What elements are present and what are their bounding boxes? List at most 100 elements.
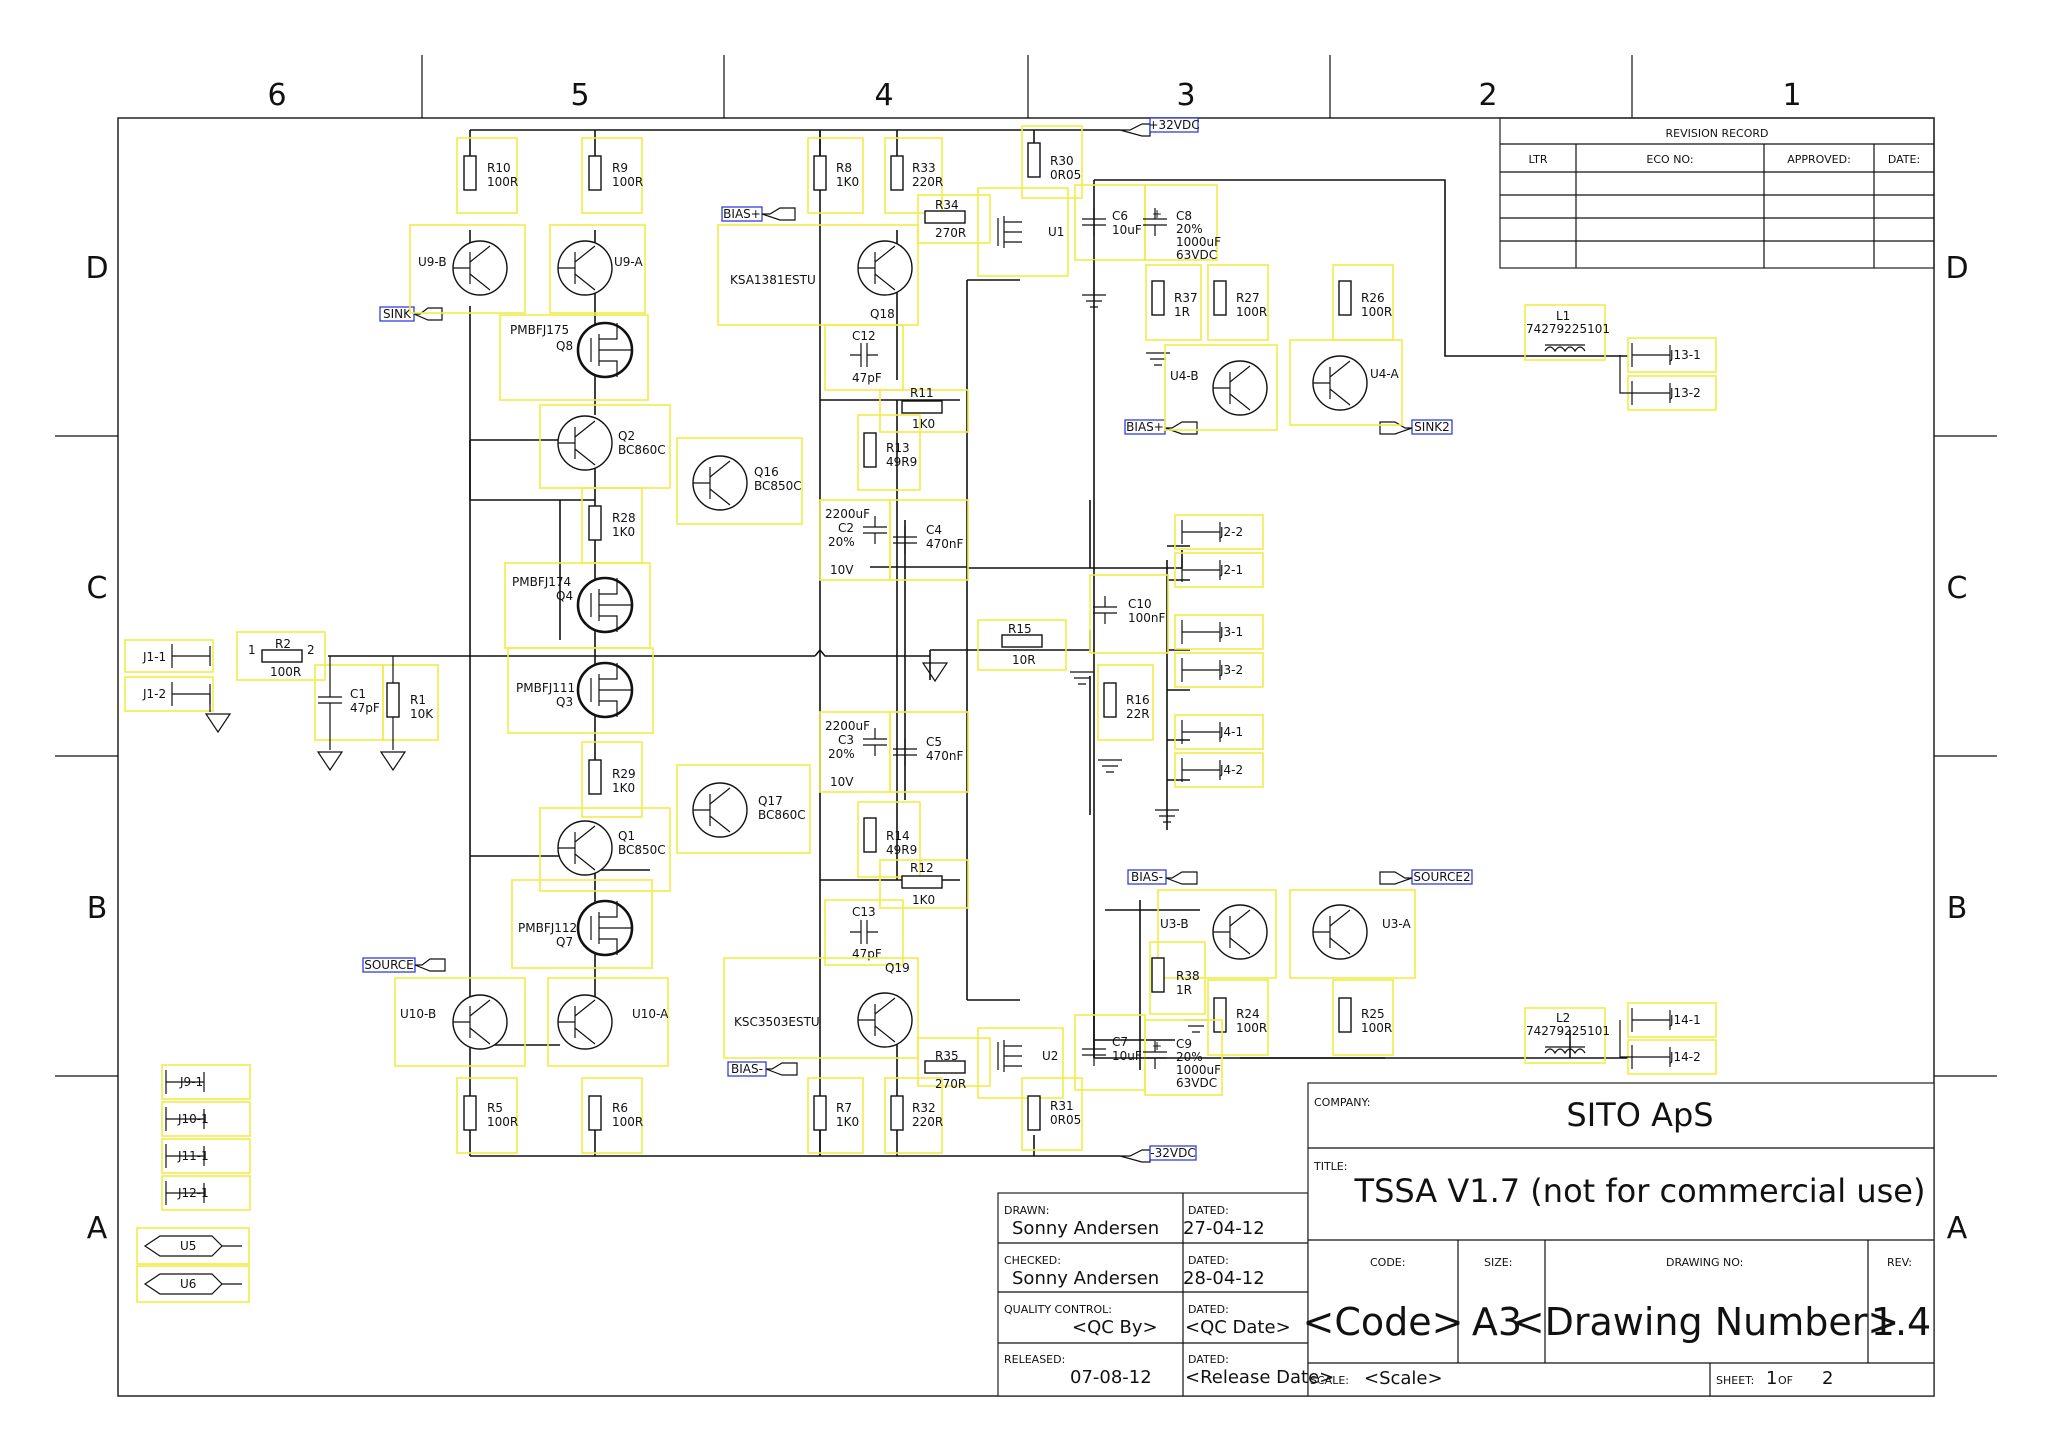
svg-text:R9: R9	[612, 161, 628, 175]
connector-j13-2: J13-2	[1619, 355, 1717, 411]
svg-text:U4-A: U4-A	[1370, 367, 1399, 381]
svg-text:Q3: Q3	[556, 695, 573, 709]
port-bias-plus: BIAS+	[723, 207, 761, 221]
svg-text:R11: R11	[910, 386, 934, 400]
port-source2: SOURCE2	[1413, 870, 1470, 884]
connector-j3-2: J3-2	[1174, 652, 1264, 688]
svg-text:PMBFJ112: PMBFJ112	[518, 921, 577, 935]
zone-row-b-right: B	[1947, 891, 1968, 926]
svg-text:R12: R12	[910, 861, 934, 875]
rev-col-date: DATE:	[1888, 153, 1920, 166]
zone-row-d-left: D	[85, 251, 108, 286]
mosfet-u1: U1	[977, 187, 1069, 277]
transistor-u3b: U3-B	[1157, 889, 1277, 979]
svg-text:1K0: 1K0	[912, 893, 935, 907]
zone-row-c-left: C	[87, 571, 108, 606]
zone-col-5: 5	[570, 78, 589, 113]
zone-row-b-left: B	[87, 891, 108, 926]
svg-text:20%: 20%	[1176, 1050, 1203, 1064]
svg-text:1000uF: 1000uF	[1176, 235, 1221, 249]
code-value: <Code>	[1303, 1300, 1464, 1344]
connector-j3-1: J3-1	[1174, 614, 1264, 650]
svg-text:R28: R28	[612, 511, 636, 525]
svg-text:BC850C: BC850C	[754, 479, 802, 493]
zone-row-a-right: A	[1947, 1211, 1968, 1246]
port-labels: +32VDC -32VDC BIAS+ SINK BIAS+ SINK2 SOU…	[362, 117, 1473, 1163]
zone-col-6: 6	[267, 78, 286, 113]
svg-text:+: +	[1152, 1039, 1162, 1053]
zone-col-3: 3	[1176, 78, 1195, 113]
svg-text:63VDC: 63VDC	[1176, 248, 1217, 262]
svg-text:PMBFJ175: PMBFJ175	[510, 323, 569, 337]
qc-by: <QC By>	[1072, 1317, 1158, 1338]
svg-text:Q17: Q17	[758, 794, 783, 808]
svg-text:470nF: 470nF	[926, 749, 964, 763]
svg-text:PMBFJ174: PMBFJ174	[512, 575, 571, 589]
svg-text:R32: R32	[912, 1101, 936, 1115]
svg-text:100R: 100R	[1236, 1021, 1267, 1035]
port-source: SOURCE	[364, 958, 414, 972]
qc-date: <QC Date>	[1185, 1317, 1291, 1338]
checked-by: Sonny Andersen	[1012, 1268, 1159, 1289]
checked-label: CHECKED:	[1004, 1254, 1061, 1267]
svg-text:Q7: Q7	[556, 935, 573, 949]
svg-text:470nF: 470nF	[926, 537, 964, 551]
svg-text:1R: 1R	[1174, 305, 1190, 319]
connectors: J1-1 J1-2 J2-2 J2-1 J3-1 J3-2 J4-1 J4-2 …	[124, 337, 1717, 1303]
zone-col-1: 1	[1782, 78, 1801, 113]
svg-text:47pF: 47pF	[852, 371, 882, 385]
zone-row-a-left: A	[87, 1211, 108, 1246]
port-sink2: SINK2	[1414, 420, 1450, 434]
qc-label: QUALITY CONTROL:	[1004, 1303, 1112, 1316]
svg-text:R15: R15	[1008, 622, 1032, 636]
svg-text:100R: 100R	[487, 1115, 518, 1129]
svg-text:R25: R25	[1361, 1007, 1385, 1021]
svg-text:BC860C: BC860C	[758, 808, 806, 822]
svg-text:U6: U6	[180, 1277, 196, 1291]
svg-text:KSA1381ESTU: KSA1381ESTU	[730, 273, 816, 287]
drawn-by: Sonny Andersen	[1012, 1218, 1159, 1239]
sheet-total: 2	[1822, 1368, 1833, 1389]
connector-j11-1: J11-1	[161, 1138, 251, 1174]
svg-text:49R9: 49R9	[886, 455, 917, 469]
zone-column-labels: 6 5 4 3 2 1	[267, 78, 1801, 113]
drawn-date: 27-04-12	[1183, 1218, 1265, 1239]
svg-text:R29: R29	[612, 767, 636, 781]
svg-text:74279225101: 74279225101	[1526, 1024, 1610, 1038]
svg-text:0R05: 0R05	[1050, 168, 1081, 182]
svg-text:R13: R13	[886, 441, 910, 455]
rev-col-ltr: LTR	[1529, 153, 1548, 166]
unit-u5: U5	[136, 1227, 250, 1265]
svg-text:U1: U1	[1048, 225, 1064, 239]
svg-text:R2: R2	[275, 637, 291, 651]
svg-text:R8: R8	[836, 161, 852, 175]
svg-text:Q19: Q19	[885, 961, 910, 975]
connector-j2-2: J2-2	[1174, 514, 1264, 550]
svg-text:1K0: 1K0	[612, 781, 635, 795]
connector-j1-2: J1-2	[124, 676, 231, 733]
connector-j13-1: J13-1	[1627, 337, 1717, 373]
svg-text:J4-1: J4-1	[1219, 725, 1243, 739]
svg-text:1K0: 1K0	[912, 417, 935, 431]
svg-text:1K0: 1K0	[836, 1115, 859, 1129]
svg-text:100R: 100R	[612, 1115, 643, 1129]
svg-text:U2: U2	[1042, 1049, 1058, 1063]
svg-text:R1: R1	[410, 693, 426, 707]
